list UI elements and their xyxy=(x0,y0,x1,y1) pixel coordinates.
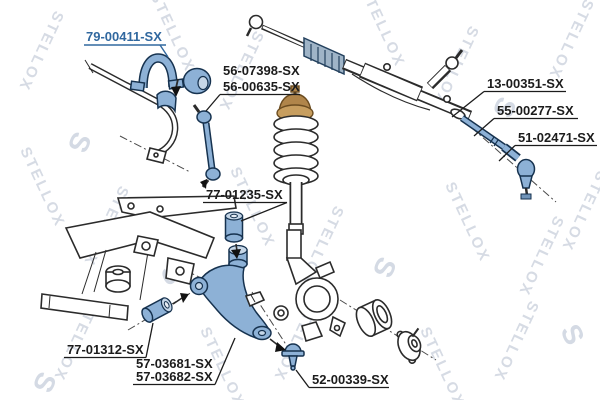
part-number-text[interactable]: 55-00277-SX xyxy=(497,103,574,118)
svg-text:STELLOX: STELLOX xyxy=(16,145,68,231)
part-number-text[interactable]: 79-00411-SX xyxy=(86,29,162,44)
ball-joint xyxy=(281,343,305,371)
leader-line xyxy=(295,369,310,388)
part-number-text[interactable]: 52-00339-SX xyxy=(312,372,389,387)
part-label-55-00277-sx[interactable]: 55-00277-SX xyxy=(473,103,578,137)
part-label-56-07398-sx[interactable]: 56-07398-SX 56-00635-SX xyxy=(205,63,300,112)
part-label-57-03681-sx[interactable]: 57-03681-SX 57-03682-SX xyxy=(133,337,236,386)
control-arm-front-bushing xyxy=(141,297,173,323)
stabilizer-link xyxy=(192,104,221,189)
strut-mount-nut xyxy=(290,85,300,93)
svg-text:STELLOX: STELLOX xyxy=(558,168,600,254)
leader-line xyxy=(145,322,154,358)
svg-text:STELLOX: STELLOX xyxy=(15,8,67,94)
stellox-logo-s: S xyxy=(555,319,591,349)
part-number-text[interactable]: 57-03681-SX xyxy=(136,356,213,371)
leader-line xyxy=(205,94,221,112)
install-arrow-front-bushing xyxy=(172,293,189,305)
svg-text:STELLOX: STELLOX xyxy=(441,180,493,266)
leader-line xyxy=(159,44,169,58)
part-label-13-00351-sx[interactable]: 13-00351-SX xyxy=(451,76,566,118)
part-number-text[interactable]: 77-01312-SX xyxy=(67,342,144,357)
stabilizer-bar-drawing xyxy=(84,59,179,164)
stellox-logo-s: S xyxy=(62,127,98,157)
tie-rod-end xyxy=(501,143,536,200)
svg-text:STELLOX: STELLOX xyxy=(545,0,597,82)
part-label-52-00339-sx[interactable]: 52-00339-SX xyxy=(295,369,389,389)
part-number-text[interactable]: 56-00635-SX xyxy=(223,79,300,94)
leader-line xyxy=(498,145,516,162)
rack-boot xyxy=(303,36,345,76)
svg-text:STELLOX: STELLOX xyxy=(490,298,542,384)
stabilizer-saddle-bushing xyxy=(156,90,177,114)
leader-line xyxy=(451,90,485,118)
steering-rack-drawing xyxy=(245,14,473,122)
part-number-text[interactable]: 57-03682-SX xyxy=(136,369,213,384)
left-tie-rod-end xyxy=(248,14,264,30)
control-arm xyxy=(189,264,272,341)
leader-line xyxy=(473,118,495,137)
inner-tie-rod xyxy=(460,115,506,150)
svg-text:STELLOX: STELLOX xyxy=(356,0,408,70)
steering-knuckle-drawing xyxy=(273,229,347,343)
part-label-77-01235-sx[interactable]: 77-01235-SX xyxy=(203,187,288,222)
part-label-51-02471-sx[interactable]: 51-02471-SX xyxy=(498,130,597,162)
stabilizer-bushing-clamp xyxy=(129,53,185,92)
strut-assembly-drawing xyxy=(273,85,319,235)
install-arrow-ball-joint xyxy=(269,338,286,352)
wheel-hub-drawing xyxy=(396,327,422,364)
part-label-77-01312-sx[interactable]: 77-01312-SX xyxy=(64,322,154,359)
part-number-text[interactable]: 51-02471-SX xyxy=(518,130,595,145)
coil-spring xyxy=(273,115,319,185)
svg-text:STELLOX: STELLOX xyxy=(515,213,567,299)
leader-line xyxy=(214,337,236,385)
svg-text:STELLOX: STELLOX xyxy=(416,325,468,400)
subframe-drawing xyxy=(40,195,237,321)
stellox-logo-s: S xyxy=(367,252,403,282)
leader-line xyxy=(240,201,288,222)
knuckle-pinch-bracket xyxy=(244,291,266,308)
install-arrow-rear-bushing xyxy=(231,243,241,259)
part-label-79-00411-sx[interactable]: 79-00411-SX xyxy=(84,29,169,58)
control-arm-rear-bushing xyxy=(224,211,244,243)
stabilizer-bushing xyxy=(182,67,212,95)
part-number-text[interactable]: 77-01235-SX xyxy=(206,187,283,202)
wheel-bearing-drawing xyxy=(355,298,393,338)
part-number-text[interactable]: 56-07398-SX xyxy=(223,63,300,78)
part-number-text[interactable]: 13-00351-SX xyxy=(487,76,564,91)
install-arrow-clamp xyxy=(171,78,181,97)
